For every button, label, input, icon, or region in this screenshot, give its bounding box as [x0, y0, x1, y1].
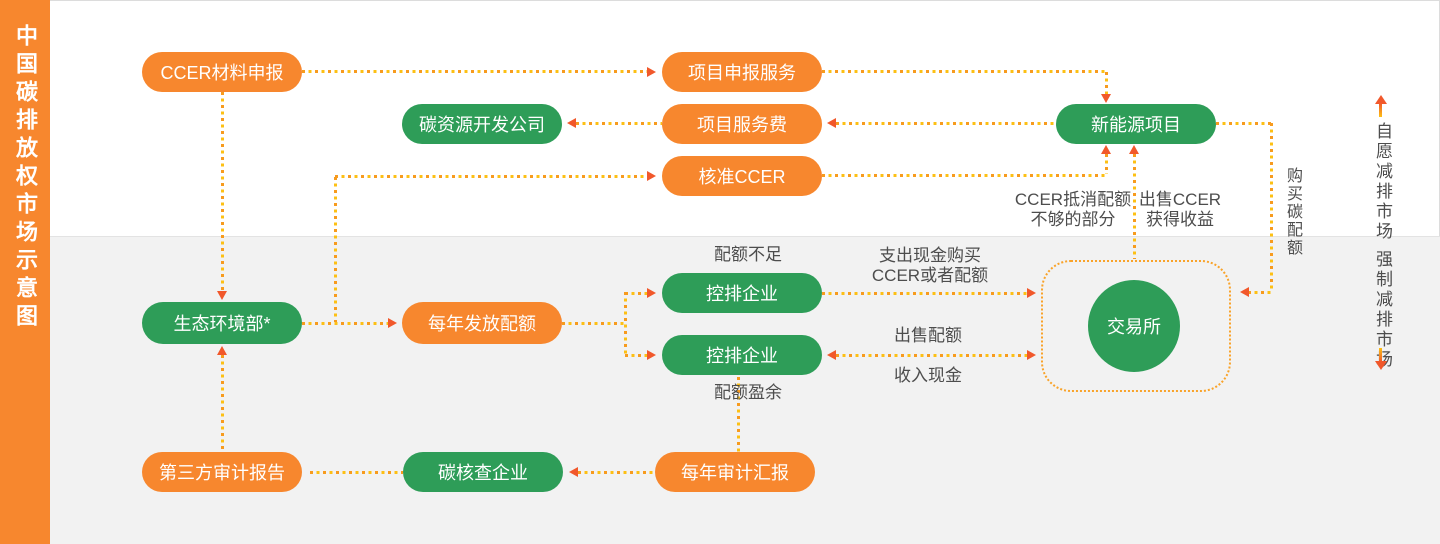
arrowhead-into-ctrl-surplus-left [827, 350, 836, 360]
label-quota-surplus: 配额盈余 [714, 383, 782, 402]
line-split-to-ctrl-short [625, 291, 647, 295]
node-new-energy-project: 新能源项目 [1056, 104, 1216, 144]
line-new-energy-buy-quota-h2 [1248, 290, 1272, 294]
line-new-energy-to-project-fee [836, 121, 1056, 125]
node-carbon-verification-company: 碳核查企业 [403, 452, 563, 492]
voluntary-market-up-arrow-stem [1379, 103, 1382, 117]
node-third-party-audit-report: 第三方审计报告 [142, 452, 302, 492]
arrowhead-into-ministry-bottom [217, 346, 227, 355]
arrowhead-into-carbon-dev [567, 118, 576, 128]
mandatory-market-down-arrow-stem [1379, 348, 1382, 362]
mandatory-market-down-arrow-icon [1375, 361, 1387, 370]
label-pay-cash-line1: 支出现金购买 [879, 246, 981, 265]
node-approved-ccer: 核准CCER [662, 156, 822, 196]
label-mandatory-market: 强制减排市场 [1373, 250, 1392, 370]
label-buy-carbon-quota: 购买碳配额 [1284, 167, 1301, 257]
node-controlled-company-surplus: 控排企业 [662, 335, 822, 375]
label-pay-cash: 支出现金购买 CCER或者配额 [850, 246, 1010, 286]
node-ministry-of-ecology: 生态环境部* [142, 302, 302, 344]
arrowhead-buy-quota-into-exchange [1240, 287, 1249, 297]
line-annual-quota-split-v [623, 292, 627, 356]
line-new-energy-buy-quota-v [1269, 123, 1273, 292]
node-project-application-service: 项目申报服务 [662, 52, 822, 92]
node-carbon-resource-dev-company: 碳资源开发公司 [402, 104, 562, 144]
arrowhead-into-carbon-verify [569, 467, 578, 477]
line-project-fee-to-carbon-dev [576, 121, 662, 125]
arrowhead-sell-quota-into-exchange [1027, 350, 1036, 360]
arrowhead-into-ctrl-surplus [647, 350, 656, 360]
label-receive-cash: 收入现金 [894, 366, 962, 385]
arrowhead-into-approved-ccer [647, 171, 656, 181]
line-ccer-material-to-ministry [220, 92, 224, 291]
label-sell-ccer: 出售CCER 获得收益 [1120, 190, 1240, 230]
label-sell-ccer-line1: 出售CCER [1138, 190, 1222, 209]
line-third-party-to-ministry [220, 355, 224, 452]
line-annual-audit-to-carbon-verify [578, 470, 655, 474]
label-ccer-offset-line1: CCER抵消配额 [1014, 190, 1132, 209]
exchange-dashed-boundary [1041, 260, 1231, 392]
arrowhead-into-annual-quota [388, 318, 397, 328]
diagram-title: 中国碳排放权市场示意图 [13, 24, 38, 332]
line-ministry-to-approved-ccer-h [335, 174, 647, 178]
line-ctrl-short-to-exchange [822, 291, 1027, 295]
line-split-to-ctrl-surplus [625, 353, 647, 357]
arrowhead-into-ministry-top [217, 291, 227, 300]
label-pay-cash-line2: CCER或者配额 [871, 266, 989, 285]
line-ccer-material-to-project-apply [302, 69, 648, 73]
label-sell-quota: 出售配额 [894, 326, 962, 345]
node-annual-quota-issuance: 每年发放配额 [402, 302, 562, 344]
arrowhead-into-new-energy-top [1101, 94, 1111, 103]
line-ministry-to-approved-ccer-v [333, 177, 337, 322]
line-ctrl-surplus-to-annual-audit [736, 377, 740, 452]
node-exchange: 交易所 [1088, 280, 1180, 372]
label-ccer-offset-line2: 不够的部分 [1030, 210, 1116, 229]
line-ctrl-surplus-exchange-bidirectional [836, 353, 1027, 357]
line-project-apply-to-new-energy-v [1104, 72, 1108, 94]
voluntary-market-up-arrow-icon [1375, 95, 1387, 104]
line-annual-quota-split-h [562, 321, 625, 325]
arrowhead-ccer-offset-into-new-energy [1101, 145, 1111, 154]
node-controlled-company-shortage: 控排企业 [662, 273, 822, 313]
line-approved-ccer-to-new-energy-h [822, 173, 1107, 177]
line-carbon-verify-to-third-party [310, 470, 403, 474]
arrowhead-sell-ccer-into-new-energy [1129, 145, 1139, 154]
node-project-service-fee: 项目服务费 [662, 104, 822, 144]
node-ccer-material-declaration: CCER材料申报 [142, 52, 302, 92]
label-quota-shortage: 配额不足 [714, 245, 782, 264]
label-voluntary-market: 自愿减排市场 [1373, 122, 1392, 242]
line-project-apply-to-new-energy-h [822, 69, 1106, 73]
arrowhead-into-project-fee [827, 118, 836, 128]
label-sell-ccer-line2: 获得收益 [1146, 210, 1214, 229]
line-ministry-to-annual-quota [302, 321, 388, 325]
arrowhead-into-project-apply [647, 67, 656, 77]
line-exchange-to-new-energy [1132, 154, 1136, 259]
line-approved-ccer-to-new-energy-v [1104, 154, 1108, 174]
node-annual-audit-report: 每年审计汇报 [655, 452, 815, 492]
market-divider-line [50, 236, 1440, 237]
arrowhead-into-ctrl-short [647, 288, 656, 298]
line-new-energy-buy-quota-h1 [1216, 121, 1271, 125]
label-ccer-offset: CCER抵消配额 不够的部分 [993, 190, 1153, 230]
arrowhead-pay-cash-into-exchange [1027, 288, 1036, 298]
diagram-title-sidebar: 中国碳排放权市场示意图 [0, 0, 50, 544]
